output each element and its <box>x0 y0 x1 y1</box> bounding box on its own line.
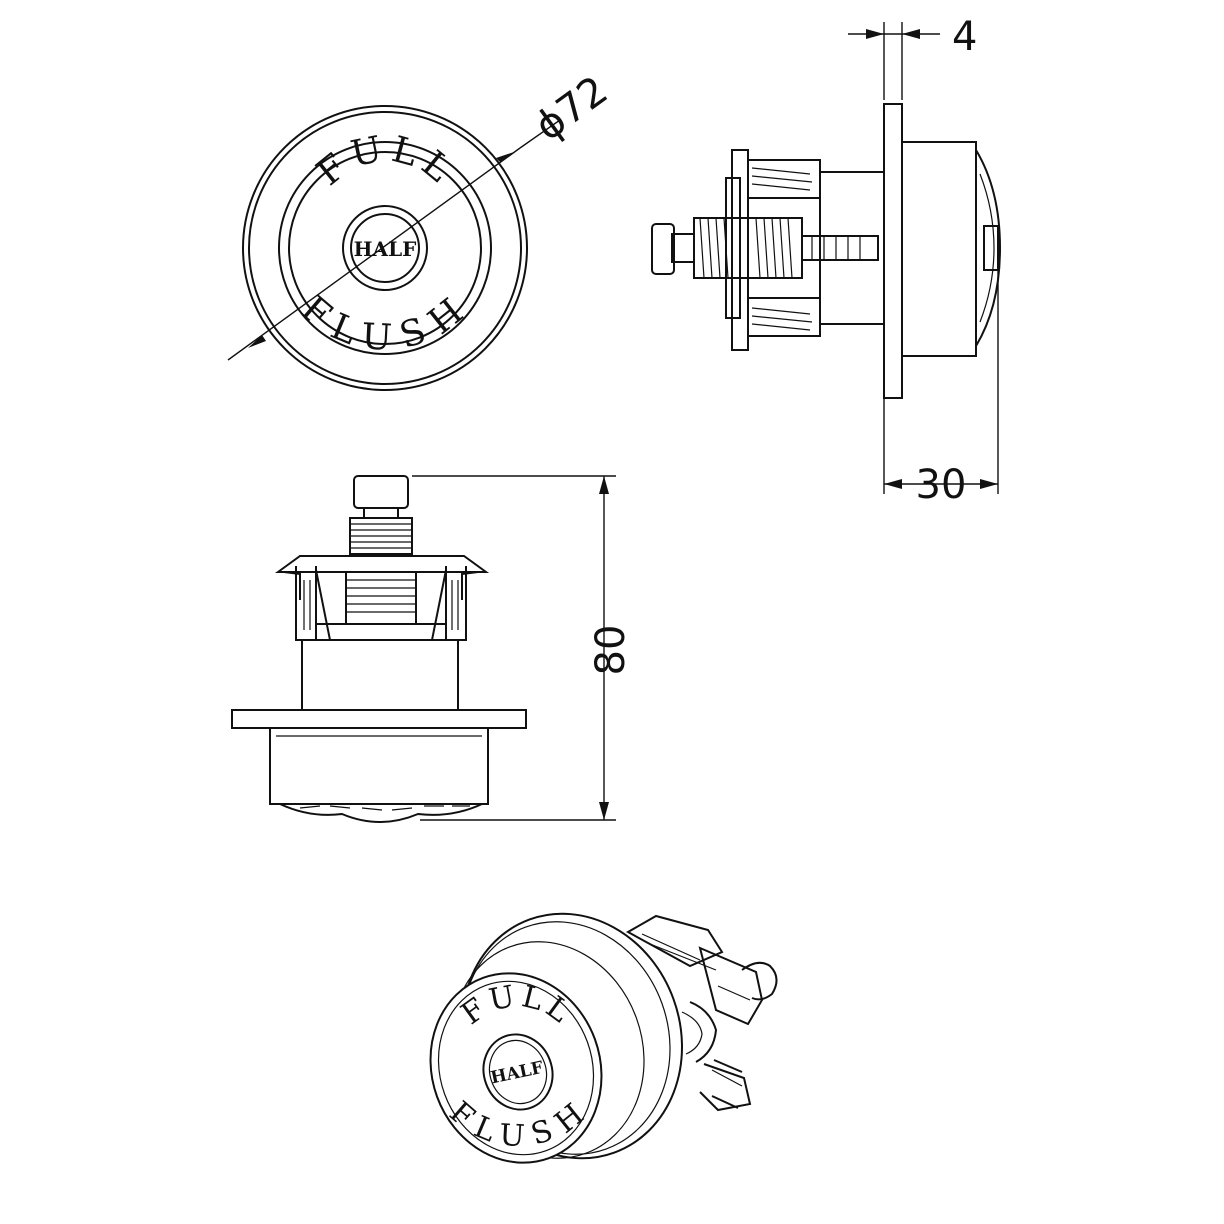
clip-cage <box>725 149 821 351</box>
rim-inner-edge <box>248 111 522 385</box>
front-half-text: HALF <box>354 237 417 261</box>
iso-button-inner <box>437 980 595 1156</box>
button-face-inner <box>288 151 482 345</box>
elevation-knob-neck <box>363 507 399 519</box>
depth-arrow-left <box>884 479 902 489</box>
front-flush-text: FLUSH <box>293 288 474 359</box>
iso-rear-assembly <box>625 914 778 1112</box>
plate-thickness-arrow-left <box>866 29 884 39</box>
button-dome <box>975 149 1002 347</box>
button-body <box>901 141 977 357</box>
elevation-button-body <box>269 727 489 805</box>
height-arrow-top <box>599 476 609 494</box>
diameter-line <box>227 147 521 361</box>
iso-half-inner <box>488 1039 548 1105</box>
side-view: 4 <box>651 14 1002 508</box>
threaded-shaft <box>671 217 803 279</box>
depth-arrow-right <box>980 479 998 489</box>
dome-knob <box>983 225 999 271</box>
diameter-label: ϕ72 <box>527 67 617 150</box>
height-arrow-bottom <box>599 802 609 820</box>
diameter-arrow-lower <box>248 335 266 348</box>
depth-label: 30 <box>916 462 967 508</box>
half-button-outer <box>342 205 428 291</box>
front-view: FULL FLUSH HALF ϕ72 <box>227 67 617 391</box>
front-full-text: FULL <box>309 128 462 194</box>
height-label: 80 <box>588 625 634 676</box>
elevation-flange <box>231 709 527 729</box>
plate-thickness-label: 4 <box>952 14 977 60</box>
push-rod <box>801 235 879 261</box>
iso-half-outer <box>482 1033 554 1111</box>
button-face-outer <box>278 141 492 355</box>
elevation-lower-thread <box>345 571 417 625</box>
diameter-leader <box>519 119 561 149</box>
push-knob <box>651 223 675 275</box>
elevation-view: 80 <box>231 475 634 823</box>
diameter-arrow-upper <box>496 152 514 162</box>
elevation-push-knob <box>353 475 409 509</box>
isometric-view: FULL FLUSH HALF <box>429 912 778 1164</box>
flange-plate <box>883 103 903 399</box>
elevation-dome <box>279 803 483 823</box>
back-body <box>819 171 885 325</box>
outer-rim <box>242 105 528 391</box>
half-button-inner <box>350 213 420 283</box>
elevation-upper-thread <box>349 517 413 555</box>
elevation-back-body <box>301 639 459 711</box>
elevation-cap <box>274 555 490 573</box>
elevation-clip-cage <box>283 566 479 641</box>
plate-thickness-arrow-right <box>902 29 920 39</box>
